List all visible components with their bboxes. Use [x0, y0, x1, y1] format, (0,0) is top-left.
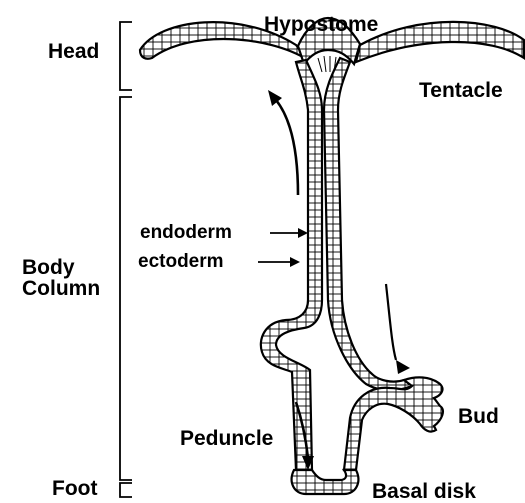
label-endoderm: endoderm	[140, 223, 232, 242]
label-body-column: Body Column	[22, 257, 100, 299]
downward-arrow-to-bud	[386, 284, 410, 374]
upward-arrow	[268, 90, 298, 195]
body-column-bracket	[120, 97, 132, 480]
bud	[344, 377, 443, 470]
right-tentacle	[356, 22, 524, 62]
label-basal-disk: Basal disk	[372, 481, 476, 502]
basal-disk	[292, 470, 359, 494]
label-body-column-line1: Body	[22, 257, 100, 278]
foot-bracket	[120, 483, 132, 497]
label-hypostome: Hypostome	[264, 14, 378, 35]
label-peduncle: Peduncle	[180, 428, 273, 449]
body-column-right-wall	[324, 58, 412, 390]
label-tentacle: Tentacle	[419, 80, 503, 101]
label-head: Head	[48, 41, 99, 62]
label-foot: Foot	[52, 478, 97, 499]
label-ectoderm: ectoderm	[138, 252, 224, 271]
ectoderm-leader	[258, 257, 300, 267]
endoderm-leader	[270, 228, 308, 238]
label-bud: Bud	[458, 406, 499, 427]
head-bracket	[120, 22, 132, 90]
label-body-column-line2: Column	[22, 278, 100, 299]
